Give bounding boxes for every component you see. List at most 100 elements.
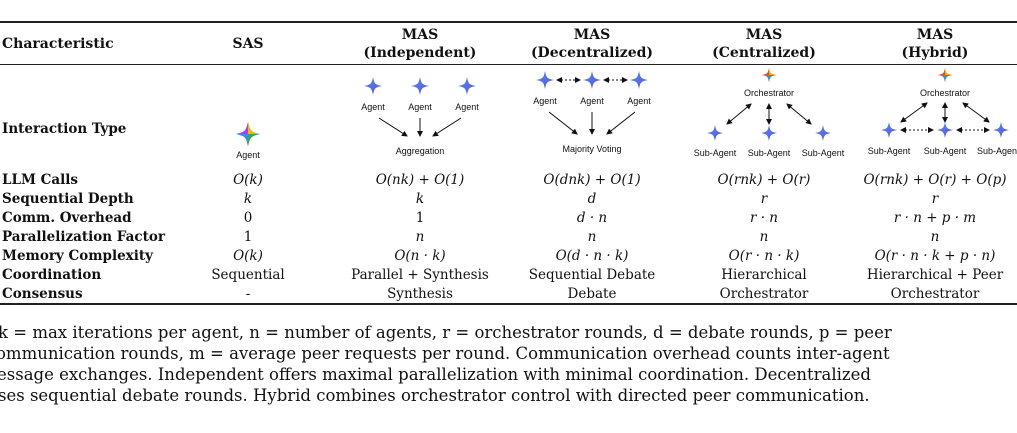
table-bottom-rule [0,303,1017,305]
centralized-sub-2-label: Sub-Agent [748,148,791,158]
header-independent-line1: MAS [401,27,439,43]
independent-agent-3-label: Agent [455,102,479,112]
decentralized-agent-2-label: Agent [580,96,604,106]
row-label-llm-calls: LLM Calls [2,172,78,188]
table-cell: Hierarchical + Peer [866,267,1004,283]
centralized-arrow-1 [726,103,752,125]
header-centralized-line2: (Centralized) [712,45,816,61]
independent-diagram: Agent Agent Agent Aggregation [361,77,479,156]
sas-agent-star-icon [236,122,260,146]
table-cell: r · n [749,210,779,226]
hybrid-arrow-3 [962,102,990,123]
table-caption: k = max iterations per agent, n = number… [0,322,1017,406]
table-cell: 0 [243,210,253,226]
caption-line-2: ommunication rounds, m = average peer re… [0,344,890,363]
hybrid-orchestrator-star-icon [938,68,952,82]
centralized-sub-3-star-icon [815,125,831,141]
decentralized-agent-1-label: Agent [533,96,557,106]
table-cell: Orchestrator [890,286,980,302]
sas-diagram: Agent [236,122,260,160]
sas-agent-label: Agent [236,150,260,160]
decentralized-arrow-1 [548,111,578,135]
table-cell: d · n [576,210,608,226]
centralized-diagram: Orchestrator Sub-Agent Sub-Agent Sub-Age… [694,68,845,158]
header-independent: MAS (Independent) [340,26,500,62]
centralized-sub-3-label: Sub-Agent [802,148,845,158]
header-hybrid: MAS (Hybrid) [855,26,1015,62]
table-cell: Hierarchical [721,267,807,283]
table-cell: O(r · n · k) [728,248,800,264]
hybrid-arrow-1 [900,102,928,123]
header-independent-line2: (Independent) [363,45,477,61]
caption-line-4: ses sequential debate rounds. Hybrid com… [0,386,870,405]
row-label-parallelization-factor: Parallelization Factor [2,229,165,245]
table-cell: k [415,191,425,207]
independent-arrow-3 [432,117,462,137]
table-cell: O(nk) + O(1) [375,172,465,188]
decentralized-agent-1-star-icon [536,71,554,89]
table-cell: O(d · n · k) [555,248,629,264]
centralized-orchestrator-star-icon [762,68,776,82]
header-centralized: MAS (Centralized) [684,26,844,62]
decentralized-sink-label: Majority Voting [562,144,621,154]
table-cell: O(dnk) + O(1) [543,172,641,188]
hybrid-sub-1-label: Sub-Agent [868,146,911,156]
independent-agent-1-star-icon [364,77,382,95]
header-bottom-rule [0,64,1017,65]
table-cell: Debate [567,286,617,302]
table-cell: Parallel + Synthesis [351,267,489,283]
decentralized-agent-3-star-icon [630,71,648,89]
table-cell: O(rnk) + O(r) [717,172,811,188]
row-label-sequential-depth: Sequential Depth [2,191,134,207]
hybrid-orchestrator-label: Orchestrator [920,88,970,98]
table-cell: n [415,229,425,245]
row-label-interaction-type: Interaction Type [2,121,127,137]
centralized-sub-2-star-icon [761,125,777,141]
header-sas: SAS [232,36,264,52]
centralized-arrow-3 [786,103,812,125]
hybrid-sub-1-star-icon [881,122,897,138]
table-cell: Orchestrator [719,286,809,302]
table-cell: n [759,229,769,245]
hybrid-sub-2-label: Sub-Agent [924,146,967,156]
independent-agent-2-label: Agent [408,102,432,112]
independent-agent-3-star-icon [458,77,476,95]
header-hybrid-line1: MAS [916,27,954,43]
table-cell: Sequential [211,267,285,283]
table-cell: n [930,229,940,245]
table-cell: O(rnk) + O(r) + O(p) [863,172,1007,188]
decentralized-diagram: Agent Agent Agent Majority Voting [533,71,651,154]
row-label-memory-complexity: Memory Complexity [2,248,153,264]
centralized-orchestrator-label: Orchestrator [744,88,794,98]
hybrid-sub-2-star-icon [937,122,953,138]
table-cell: r [931,191,939,207]
hybrid-sub-3-star-icon [993,122,1009,138]
table-cell: Sequential Debate [528,267,656,283]
table-cell: k [243,191,253,207]
table-cell: r · n + p · m [893,210,977,226]
decentralized-agent-2-star-icon [583,71,601,89]
row-label-coordination: Coordination [2,267,102,283]
table-cell: r [760,191,768,207]
header-decentralized-line2: (Decentralized) [530,45,654,61]
hybrid-diagram: Orchestrator Sub-Agent Sub-Agent Sub-Age… [868,68,1017,156]
decentralized-arrow-3 [606,111,636,135]
table-cell: d [587,191,597,207]
row-label-consensus: Consensus [2,286,83,302]
header-hybrid-line2: (Hybrid) [901,45,969,61]
table-top-rule [0,21,1017,23]
table-cell: O(k) [233,248,263,264]
table-cell: - [245,286,251,302]
independent-sink-label: Aggregation [396,146,445,156]
table-cell: n [587,229,597,245]
caption-line-3: essage exchanges. Independent offers max… [0,365,871,384]
header-characteristic: Characteristic [2,36,114,52]
header-decentralized-line1: MAS [573,27,611,43]
caption-line-1: k = max iterations per agent, n = number… [0,323,892,342]
table-cell: Synthesis [387,286,453,302]
table-cell: O(k) [233,172,263,188]
independent-agent-2-star-icon [411,77,429,95]
centralized-sub-1-label: Sub-Agent [694,148,737,158]
header-decentralized: MAS (Decentralized) [512,26,672,62]
header-centralized-line1: MAS [745,27,783,43]
